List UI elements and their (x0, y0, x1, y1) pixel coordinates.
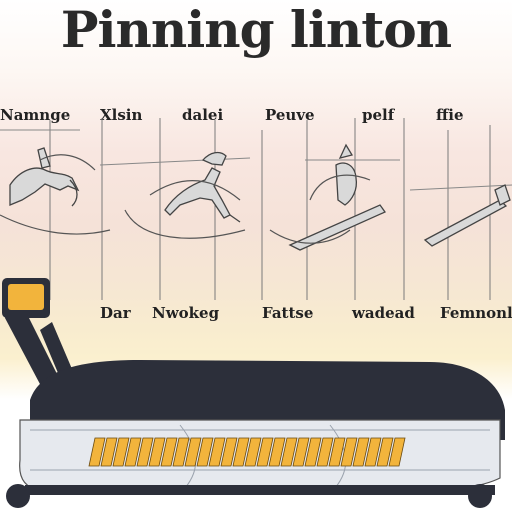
coil-segment (316, 437, 334, 467)
top-label-1: Namnge (0, 106, 71, 124)
coil-segment (268, 437, 286, 467)
treadmill-machine (2, 278, 505, 508)
coil-segment (364, 437, 382, 467)
coil-segment (172, 437, 190, 467)
rule-line (99, 157, 251, 166)
figure-head (338, 143, 354, 159)
treadmill-base (25, 485, 495, 495)
bottom-label-5: Femnonle (440, 304, 512, 322)
belt-coil (88, 437, 406, 467)
top-label-3: dalei (182, 106, 224, 124)
coil-segment (208, 437, 226, 467)
coil-segment (256, 437, 274, 467)
coil-segment (340, 437, 358, 467)
figure-leg (229, 214, 241, 223)
top-label-2: Xlsin (100, 106, 143, 124)
coil-segment (220, 437, 238, 467)
coil-segment (136, 437, 154, 467)
swing-arc (39, 154, 96, 171)
coil-segment (148, 437, 166, 467)
coil-segment (304, 437, 322, 467)
coil-segment (196, 437, 214, 467)
figure-head (201, 151, 227, 166)
top-label-4: Peuve (265, 106, 315, 124)
pose-figure-3 (288, 143, 386, 251)
coil-segment (124, 437, 142, 467)
figure-bar (423, 199, 508, 247)
coil-segment (280, 437, 298, 467)
bottom-label-4: wadead (352, 304, 415, 322)
coil-segment (376, 437, 394, 467)
swing-arc (124, 209, 246, 239)
figure-body (9, 167, 80, 206)
page-title: Pinning linton (60, 0, 452, 59)
coil-segment (328, 437, 346, 467)
treadmill-wheel (6, 484, 30, 508)
coil-segment (244, 437, 262, 467)
coil-segment (352, 437, 370, 467)
bottom-label-3: Fattse (262, 304, 314, 322)
top-label-6: ffie (436, 106, 464, 124)
figure-leg (69, 179, 78, 207)
coil-segment (388, 437, 406, 467)
coil-segment (88, 437, 106, 467)
swing-arc (269, 229, 351, 244)
rule-line (409, 184, 512, 191)
swing-arc (309, 174, 371, 201)
coil-segment (292, 437, 310, 467)
bottom-label-1: Dar (100, 304, 131, 322)
figure-body (164, 167, 231, 219)
column-dividers (49, 118, 491, 300)
pose-figure-1 (9, 147, 80, 207)
treadmill-wheel (468, 484, 492, 508)
swing-arc (0, 214, 111, 235)
console-screen (8, 284, 44, 310)
figure-body (335, 162, 358, 206)
top-label-5: pelf (362, 106, 395, 124)
coil-segment (160, 437, 178, 467)
coil-segment (100, 437, 118, 467)
pose-figure-4 (423, 184, 511, 247)
figure-blade (288, 204, 386, 251)
coil-segment (232, 437, 250, 467)
row-rules (0, 129, 512, 191)
swing-arc (149, 179, 241, 201)
coil-segment (112, 437, 130, 467)
figure-grip (494, 184, 511, 206)
pose-figure-2 (164, 151, 241, 223)
coil-segment (184, 437, 202, 467)
bottom-label-2: Nwokeg (152, 304, 220, 322)
